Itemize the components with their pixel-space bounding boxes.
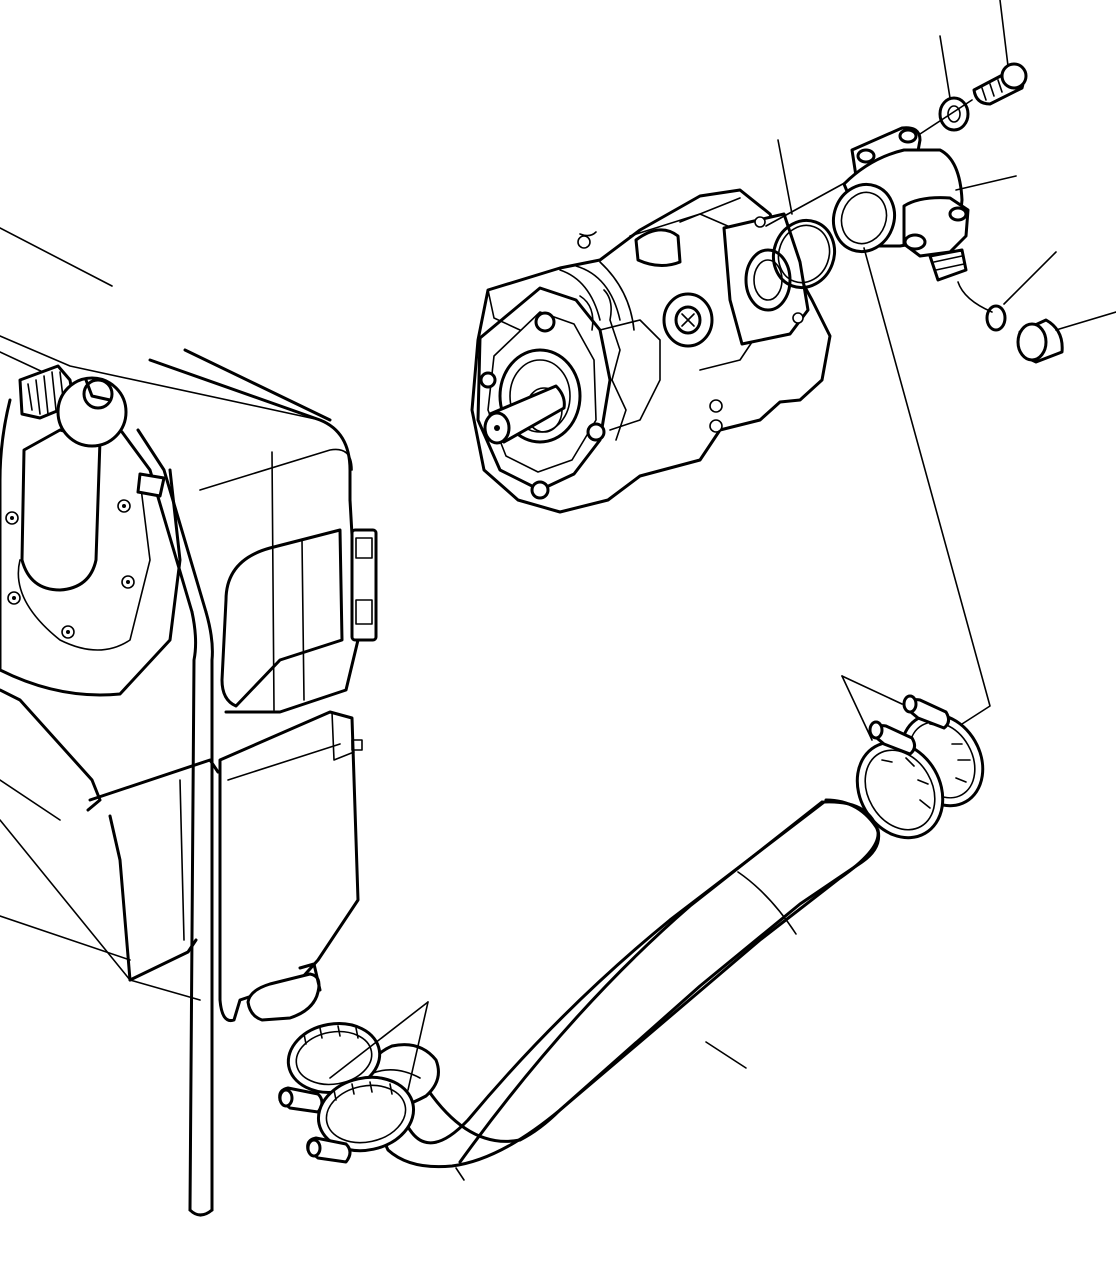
mounting-bolt (972, 0, 1028, 106)
suction-hose (362, 798, 881, 1181)
plug (1016, 311, 1116, 364)
elbow-fitting (832, 126, 1017, 282)
hose-clamp-upper (841, 675, 985, 840)
hose-clamp-lower (278, 1001, 429, 1164)
o-ring (765, 139, 851, 290)
seal-ring (957, 251, 1057, 332)
lock-washer (919, 35, 973, 135)
hydraulic-tank (0, 227, 378, 1217)
hydraulic-pump (470, 188, 832, 514)
leader-line (863, 247, 991, 725)
